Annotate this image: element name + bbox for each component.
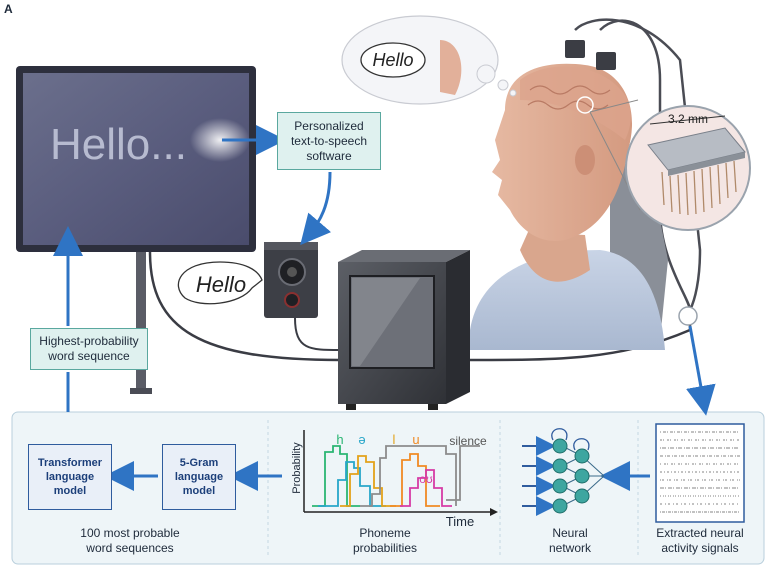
cable (148, 251, 341, 362)
word-seq-line: Highest-probability (39, 334, 139, 348)
series-silence-end (446, 445, 480, 501)
tts-line: Personalized (294, 118, 364, 133)
gram-line: 5-Gram (179, 457, 219, 469)
monitor (16, 66, 256, 394)
caption-line: Extracted neural (656, 526, 744, 540)
arrow-array-to-signals (686, 325, 716, 416)
transformer-line: model (53, 485, 87, 497)
gram-box: 5-Gram language model (162, 444, 236, 510)
series-silence (360, 445, 457, 507)
cable (574, 18, 702, 311)
series-h (312, 445, 360, 507)
neural-signals-thumbnail (655, 423, 745, 523)
gram-line: language (174, 471, 224, 483)
phoneme-label: silence (449, 434, 487, 448)
series-u (390, 453, 440, 507)
caption-line: Neural (552, 526, 588, 540)
transformer-line: language (45, 471, 95, 483)
caption-line: 100 most probable (80, 526, 180, 540)
cable (469, 320, 692, 362)
speech-bubble (177, 261, 263, 305)
series-schwa (318, 461, 386, 507)
thought-text: Hello (372, 50, 414, 70)
phoneme-label: ə (358, 432, 366, 447)
screen-text: Hello... (50, 120, 187, 169)
tts-line: software (306, 148, 352, 163)
speaker (264, 242, 318, 318)
neural-network (522, 428, 605, 516)
phoneme-label: l (392, 432, 396, 447)
word-seq-line: word sequence (48, 349, 130, 363)
gram-line: model (182, 485, 216, 497)
caption-line: word sequences (86, 541, 174, 555)
arrow-tts-to-speaker (300, 171, 332, 246)
caption-line: Phoneme (359, 526, 411, 540)
caption-line: network (548, 541, 592, 555)
transformer-line: Transformer (37, 457, 103, 469)
chart-x-label: Time (445, 514, 475, 529)
thought-bubble (341, 15, 517, 105)
phoneme-chart (303, 430, 498, 516)
electrode-array-zoom (589, 99, 751, 326)
series-l (340, 455, 396, 507)
speaker-text: Hello (195, 272, 247, 297)
cable (294, 317, 341, 351)
transformer-box: Transformer language model (28, 444, 112, 510)
chart-y-label: Probability (291, 442, 303, 494)
phoneme-label: u (412, 432, 420, 447)
computer (338, 250, 470, 410)
phoneme-label: oʊ (419, 472, 433, 486)
tts-line: text-to-speech (290, 133, 368, 148)
phoneme-label: h (336, 432, 344, 447)
caption-line: probabilities (352, 541, 418, 555)
array-size-label: 3.2 mm (667, 112, 708, 126)
series-ou (400, 469, 452, 507)
panel-letter: A (4, 2, 13, 16)
caption-line: activity signals (661, 541, 739, 555)
patient (470, 40, 668, 350)
